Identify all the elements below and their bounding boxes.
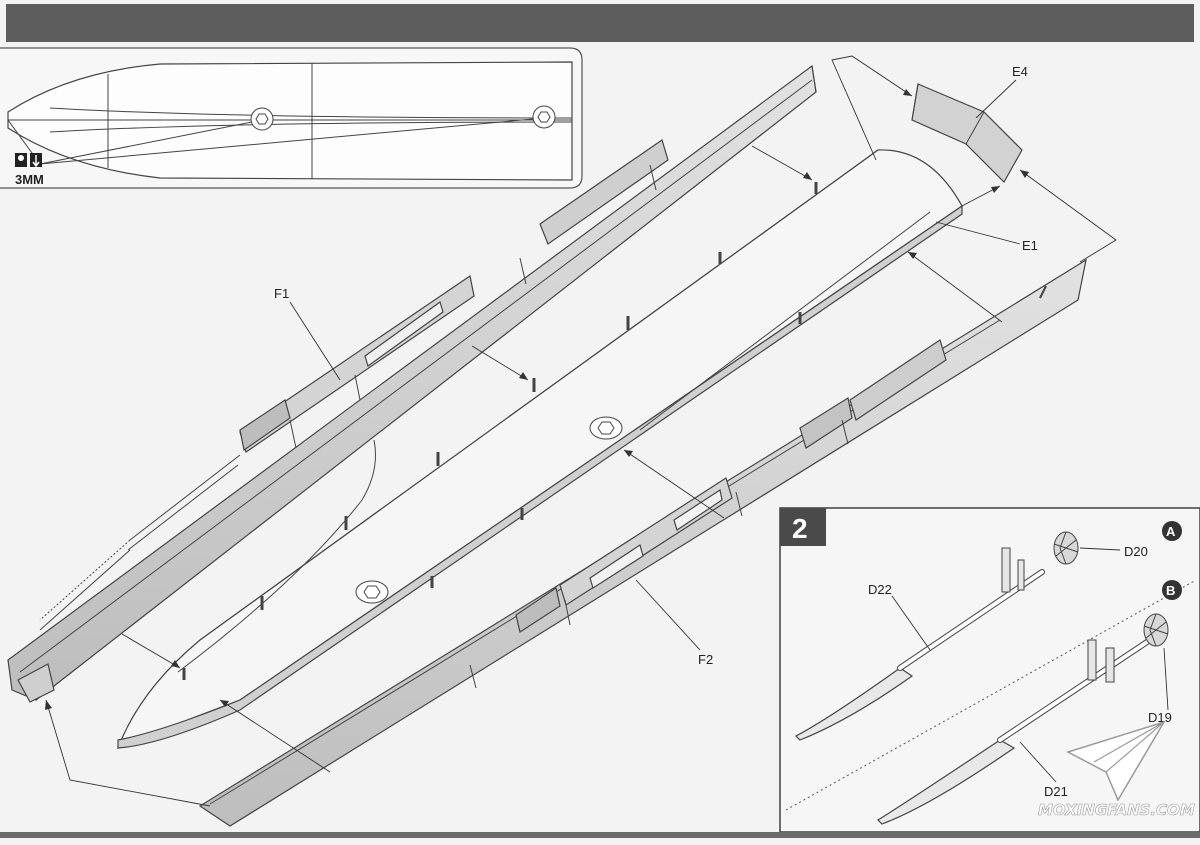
header-bar xyxy=(6,4,1194,42)
screwdriver-icon xyxy=(30,153,42,168)
label-d20: D20 xyxy=(1124,544,1148,559)
watermark: MOXINGFANS.COM xyxy=(1038,720,1195,819)
label-e4: E4 xyxy=(1012,64,1028,79)
option-b-badge: B xyxy=(1162,580,1182,600)
assembly-arrows xyxy=(45,55,1117,807)
option-divider xyxy=(785,579,1197,811)
shaft-assembly-a xyxy=(795,531,1121,741)
label-d19: D19 xyxy=(1148,710,1172,725)
propeller-d20 xyxy=(1053,531,1079,565)
svg-text:B: B xyxy=(1166,583,1175,598)
part-f1-left-hull-side xyxy=(7,64,817,703)
step-number-badge xyxy=(780,508,826,546)
part-e4-transom xyxy=(911,83,1023,183)
footer-bar xyxy=(0,832,1200,838)
paper-plane-icon xyxy=(1066,720,1166,802)
label-e1: E1 xyxy=(1022,238,1038,253)
option-a-badge: A xyxy=(1162,521,1182,541)
propeller-d19 xyxy=(1143,613,1169,647)
label-f2: F2 xyxy=(698,652,713,667)
inset-top-view: 3MM xyxy=(0,47,583,189)
watermark-text: MOXINGFANS.COM xyxy=(1038,801,1195,819)
part-labels: F1 E4 E1 F2 xyxy=(274,64,1038,667)
label-f1: F1 xyxy=(274,286,289,301)
step-number: 2 xyxy=(792,513,808,544)
shaft-assembly-b xyxy=(877,613,1169,825)
part-f2-right-hull-side xyxy=(198,258,1087,827)
step-2-panel: 2 A B xyxy=(779,507,1200,833)
label-d21: D21 xyxy=(1044,784,1068,799)
screw-size-label: 3MM xyxy=(15,172,44,187)
label-d22: D22 xyxy=(868,582,892,597)
screw-symbol-icon xyxy=(15,153,27,167)
svg-text:A: A xyxy=(1166,524,1176,539)
